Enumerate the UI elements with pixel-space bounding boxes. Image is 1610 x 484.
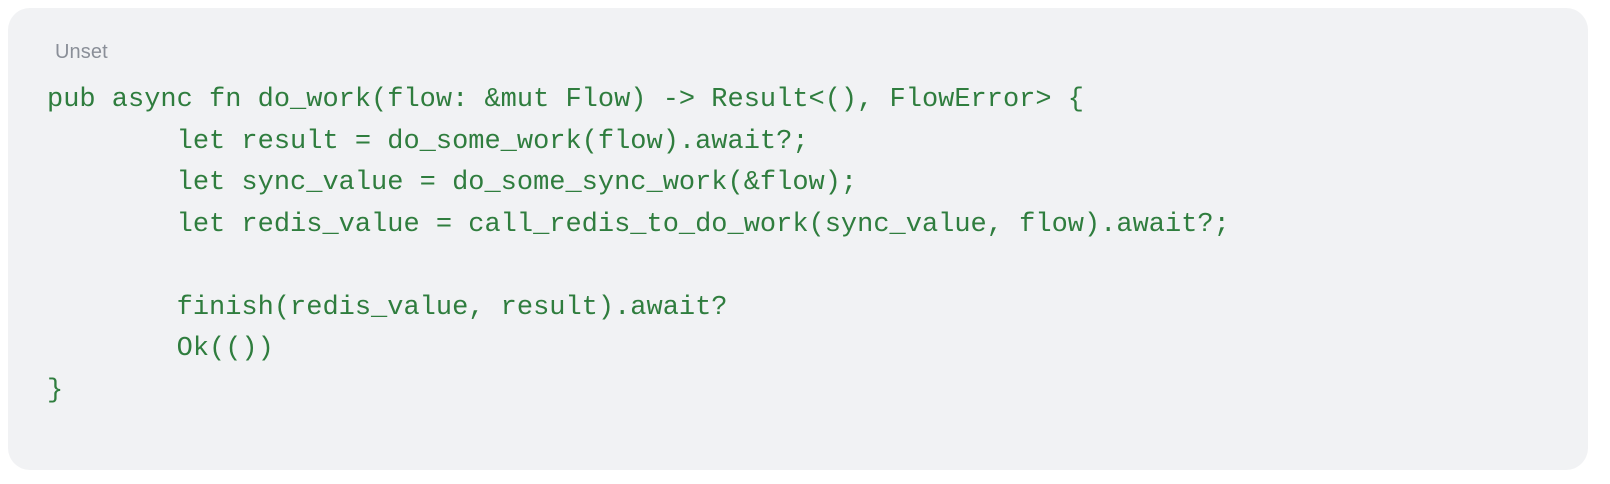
code-block-card: Unset pub async fn do_work(flow: &mut Fl…	[8, 8, 1588, 470]
code-line: pub async fn do_work(flow: &mut Flow) ->…	[47, 85, 1084, 115]
code-line: let sync_value = do_some_sync_work(&flow…	[47, 168, 858, 198]
code-line: finish(redis_value, result).await?	[47, 292, 728, 323]
code-line: let redis_value = call_redis_to_do_work(…	[47, 209, 1230, 240]
code-language-label: Unset	[55, 41, 108, 63]
code-line-blank	[47, 246, 1548, 288]
code-line: }	[47, 375, 64, 406]
code-line: let result = do_some_work(flow).await?;	[47, 126, 809, 157]
code-content[interactable]: pub async fn do_work(flow: &mut Flow) ->…	[47, 80, 1548, 412]
code-line: Ok(())	[47, 334, 274, 364]
